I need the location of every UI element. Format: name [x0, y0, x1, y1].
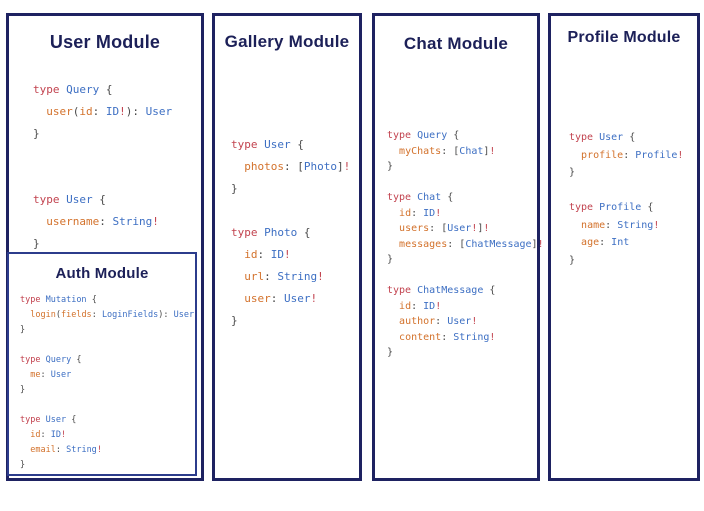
profile-module-box: Profile Module type User { profile: Prof…: [548, 13, 700, 481]
code-line: type User {: [569, 132, 636, 143]
code-line: type Photo {: [231, 226, 311, 239]
code-line: type User {: [20, 415, 77, 425]
code-line: type Chat {: [387, 192, 454, 203]
code-line: myChats: [Chat]!: [399, 145, 496, 157]
user-module-box: User Module type Query { user(id: ID!): …: [6, 13, 204, 481]
code-line: }: [387, 161, 394, 172]
user-module-code: type Query { user(id: ID!): User} type U…: [9, 79, 201, 255]
code-line: user: User!: [244, 292, 318, 305]
chat-module-box: Chat Module type Query { myChats: [Chat]…: [372, 13, 544, 481]
code-line: }: [20, 385, 26, 395]
gallery-module-code: type User { photos: [Photo]!} type Photo…: [215, 134, 359, 332]
code-line: type Query {: [387, 130, 460, 141]
code-line: id: ID!: [244, 248, 291, 261]
code-line: users: [User!]!: [399, 223, 490, 234]
code-line: type Mutation {: [20, 295, 97, 305]
code-line: [231, 200, 359, 222]
code-line: user(id: ID!): User: [46, 105, 173, 118]
gallery-module-box: Gallery Module type User { photos: [Phot…: [212, 13, 362, 481]
auth-module-box: Auth Module type Mutation { login(fields…: [7, 252, 197, 476]
chat-module-code: type Query { myChats: [Chat]!} type Chat…: [375, 128, 544, 361]
code-line: id: ID!: [399, 207, 442, 219]
code-line: messages: [ChatMessage]!: [399, 238, 544, 250]
code-line: [33, 145, 201, 167]
code-line: }: [569, 167, 576, 178]
code-line: age: Int: [581, 237, 630, 248]
code-line: me: User: [30, 370, 72, 380]
auth-module-code: type Mutation { login(fields: LoginField…: [9, 293, 195, 473]
code-line: name: String!: [581, 219, 660, 231]
code-line: }: [387, 347, 394, 358]
code-line: type User {: [231, 138, 304, 151]
code-line: email: String!: [30, 445, 102, 455]
code-line: photos: [Photo]!: [244, 160, 351, 173]
code-line: [20, 338, 195, 353]
auth-module-title: Auth Module: [55, 265, 149, 282]
code-line: [33, 167, 201, 189]
gallery-module-title: Gallery Module: [224, 32, 350, 51]
profile-module-code: type User { profile: Profile!} type Prof…: [551, 129, 697, 269]
code-line: [20, 398, 195, 413]
profile-module-title: Profile Module: [567, 29, 681, 46]
code-line: type User {: [33, 193, 106, 206]
code-line: id: ID!: [30, 430, 67, 440]
code-line: }: [231, 182, 238, 195]
code-line: }: [20, 460, 26, 470]
code-line: login(fields: LoginFields): User: [30, 310, 195, 320]
code-line: profile: Profile!: [581, 149, 684, 161]
user-module-title: User Module: [49, 32, 161, 52]
code-line: }: [33, 237, 40, 250]
code-line: type Query {: [20, 355, 82, 365]
code-line: content: String!: [399, 331, 496, 343]
code-line: [387, 175, 537, 191]
code-line: [387, 268, 537, 284]
chat-module-title: Chat Module: [403, 34, 509, 53]
code-line: }: [569, 254, 576, 266]
code-line: type ChatMessage {: [387, 285, 496, 296]
code-line: }: [33, 127, 40, 140]
code-line: }: [20, 325, 26, 335]
code-line: type Profile {: [569, 202, 654, 213]
code-line: author: User!: [399, 316, 478, 327]
code-line: }: [387, 254, 394, 265]
code-line: }: [231, 314, 238, 327]
code-line: [569, 182, 697, 200]
code-line: id: ID!: [399, 300, 442, 312]
code-line: username: String!: [46, 215, 159, 228]
code-line: type Query {: [33, 83, 113, 96]
code-line: url: String!: [244, 270, 324, 283]
